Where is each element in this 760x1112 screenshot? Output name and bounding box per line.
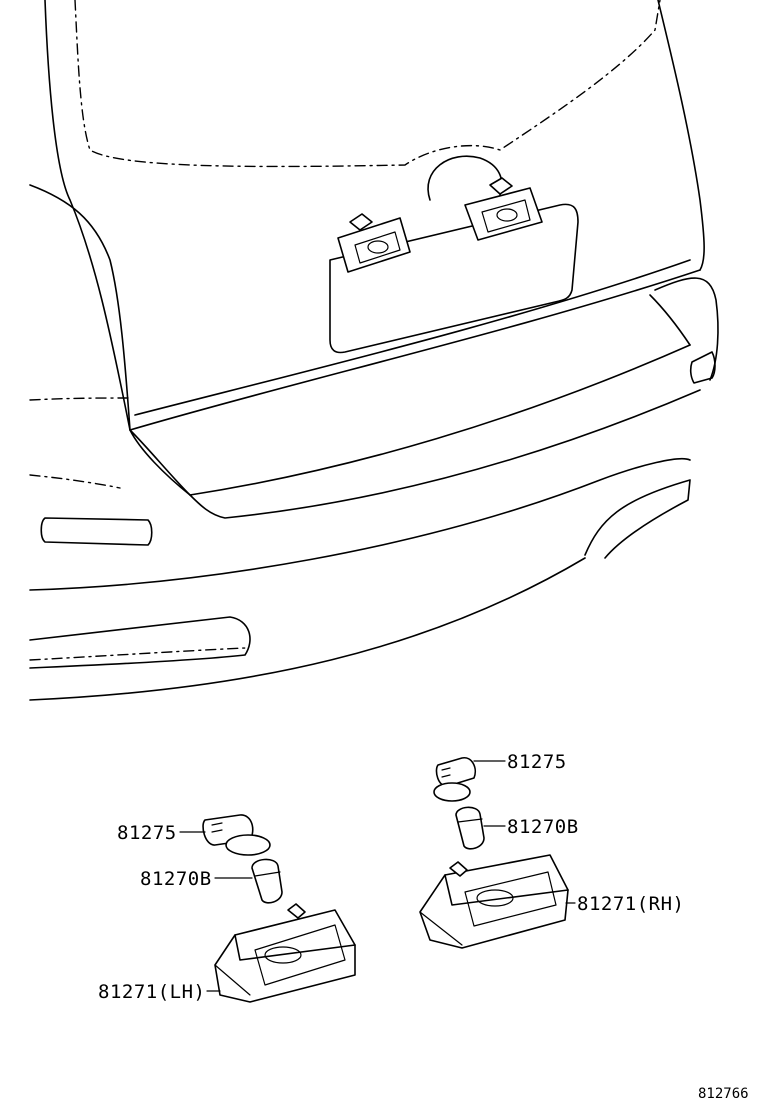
socket-81275-rh — [433, 757, 477, 802]
vehicle-rear-body — [29, 0, 719, 701]
rear-bumper-face — [189, 389, 701, 519]
body-left-lower-line — [29, 474, 121, 489]
hatch-left-edge — [44, 0, 131, 431]
hatch-lower-line — [129, 269, 701, 431]
body-left-quarter — [29, 184, 191, 496]
bumper-lower-contour — [29, 457, 691, 591]
emblem-recess — [427, 155, 503, 201]
callout-lamp-rh: 81271(RH) — [577, 893, 684, 915]
callout-socket-lh: 81275 — [117, 822, 177, 844]
bulb-81270b-lh — [251, 858, 283, 904]
bumper-right-corner — [654, 277, 719, 381]
mounted-lamp-lh — [337, 213, 411, 273]
figure-code: 812766 — [698, 1086, 749, 1102]
body-left-belt-line — [29, 397, 131, 401]
callout-socket-rh: 81275 — [507, 751, 567, 773]
callout-lamp-lh: 81271(LH) — [98, 981, 205, 1003]
reflector-left — [40, 517, 153, 546]
license-plate-recess — [329, 203, 579, 354]
bumper-bottom — [29, 557, 586, 701]
rear-window-outline — [74, 0, 661, 168]
hatch-right-edge — [657, 0, 705, 271]
bulb-81270b-rh — [455, 806, 485, 850]
rear-bumper-top — [129, 344, 691, 496]
leader-lines — [179, 760, 576, 992]
reflector-right — [689, 351, 716, 384]
bumper-right-edge — [649, 294, 691, 346]
lamp-81271-rh — [419, 854, 569, 949]
bumper-left-dash — [29, 647, 246, 661]
socket-81275-lh — [202, 814, 271, 856]
callout-bulb-lh: 81270B — [140, 868, 212, 890]
hatch-seam — [134, 259, 691, 416]
callout-bulb-rh: 81270B — [507, 816, 579, 838]
lamp-81271-lh — [214, 903, 356, 1003]
bumper-lower-lip — [584, 479, 691, 559]
mounted-lamp-rh — [464, 177, 543, 241]
bumper-left-recess — [29, 616, 251, 669]
